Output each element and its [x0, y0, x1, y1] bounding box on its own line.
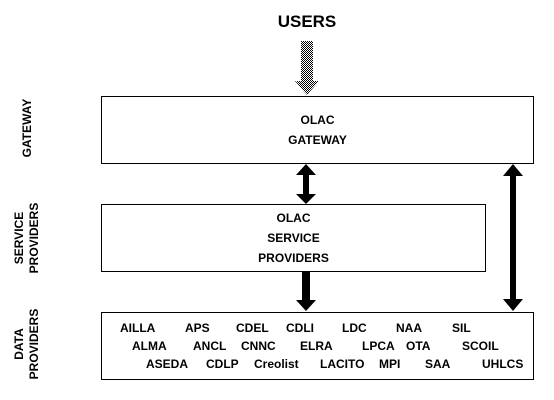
provider-cnnc: CNNC — [241, 339, 276, 353]
provider-sil: SIL — [452, 321, 471, 335]
gateway-service-double-arrow — [296, 164, 316, 204]
provider-cdli: CDLI — [286, 321, 314, 335]
provider-aseda: ASEDA — [146, 357, 189, 371]
gateway-box-line1: OLAC — [300, 113, 335, 127]
provider-creolist: Creolist — [254, 357, 299, 371]
olac-service-providers-box: OLAC SERVICE PROVIDERS — [101, 204, 486, 272]
gateway-box-line2: GATEWAY — [288, 133, 347, 147]
side-label-gateway-line1: GATEWAY — [20, 98, 34, 158]
side-label-gateway: GATEWAY — [20, 78, 36, 178]
provider-alma: ALMA — [132, 339, 167, 353]
provider-mpi: MPI — [379, 357, 401, 371]
provider-naa: NAA — [396, 321, 422, 335]
provider-lacito: LACITO — [320, 357, 365, 371]
service-to-data-arrow — [296, 272, 316, 311]
provider-ailla: AILLA — [120, 321, 156, 335]
side-label-service-providers: SERVICE PROVIDERS — [12, 188, 44, 288]
side-label-data-line2: PROVIDERS — [27, 308, 41, 380]
provider-cdel: CDEL — [236, 321, 269, 335]
side-label-data-line1: DATA — [12, 328, 26, 360]
provider-aps: APS — [185, 321, 210, 335]
provider-elra: ELRA — [300, 339, 333, 353]
side-label-data-providers: DATA PROVIDERS — [12, 294, 44, 394]
side-label-service-line2: PROVIDERS — [27, 202, 41, 274]
gateway-data-double-arrow — [503, 164, 523, 311]
olac-gateway-box: OLAC GATEWAY — [101, 96, 534, 164]
provider-lpca: LPCA — [362, 339, 395, 353]
provider-ancl: ANCL — [193, 339, 227, 353]
provider-saa: SAA — [425, 357, 451, 371]
provider-scoil: SCOIL — [462, 339, 499, 353]
provider-cdlp: CDLP — [206, 357, 239, 371]
service-box-line3: PROVIDERS — [258, 251, 329, 265]
provider-ldc: LDC — [342, 321, 367, 335]
users-title: USERS — [277, 12, 337, 31]
service-box-line2: SERVICE — [267, 231, 320, 245]
provider-ota: OTA — [406, 339, 431, 353]
service-box-line1: OLAC — [276, 211, 311, 225]
provider-uhlcs: UHLCS — [482, 357, 524, 371]
data-providers-box: AILLA APS CDEL CDLI LDC NAA SIL ALMA ANC… — [101, 312, 534, 380]
side-label-service-line1: SERVICE — [12, 211, 26, 265]
users-to-gateway-arrow — [295, 41, 319, 95]
